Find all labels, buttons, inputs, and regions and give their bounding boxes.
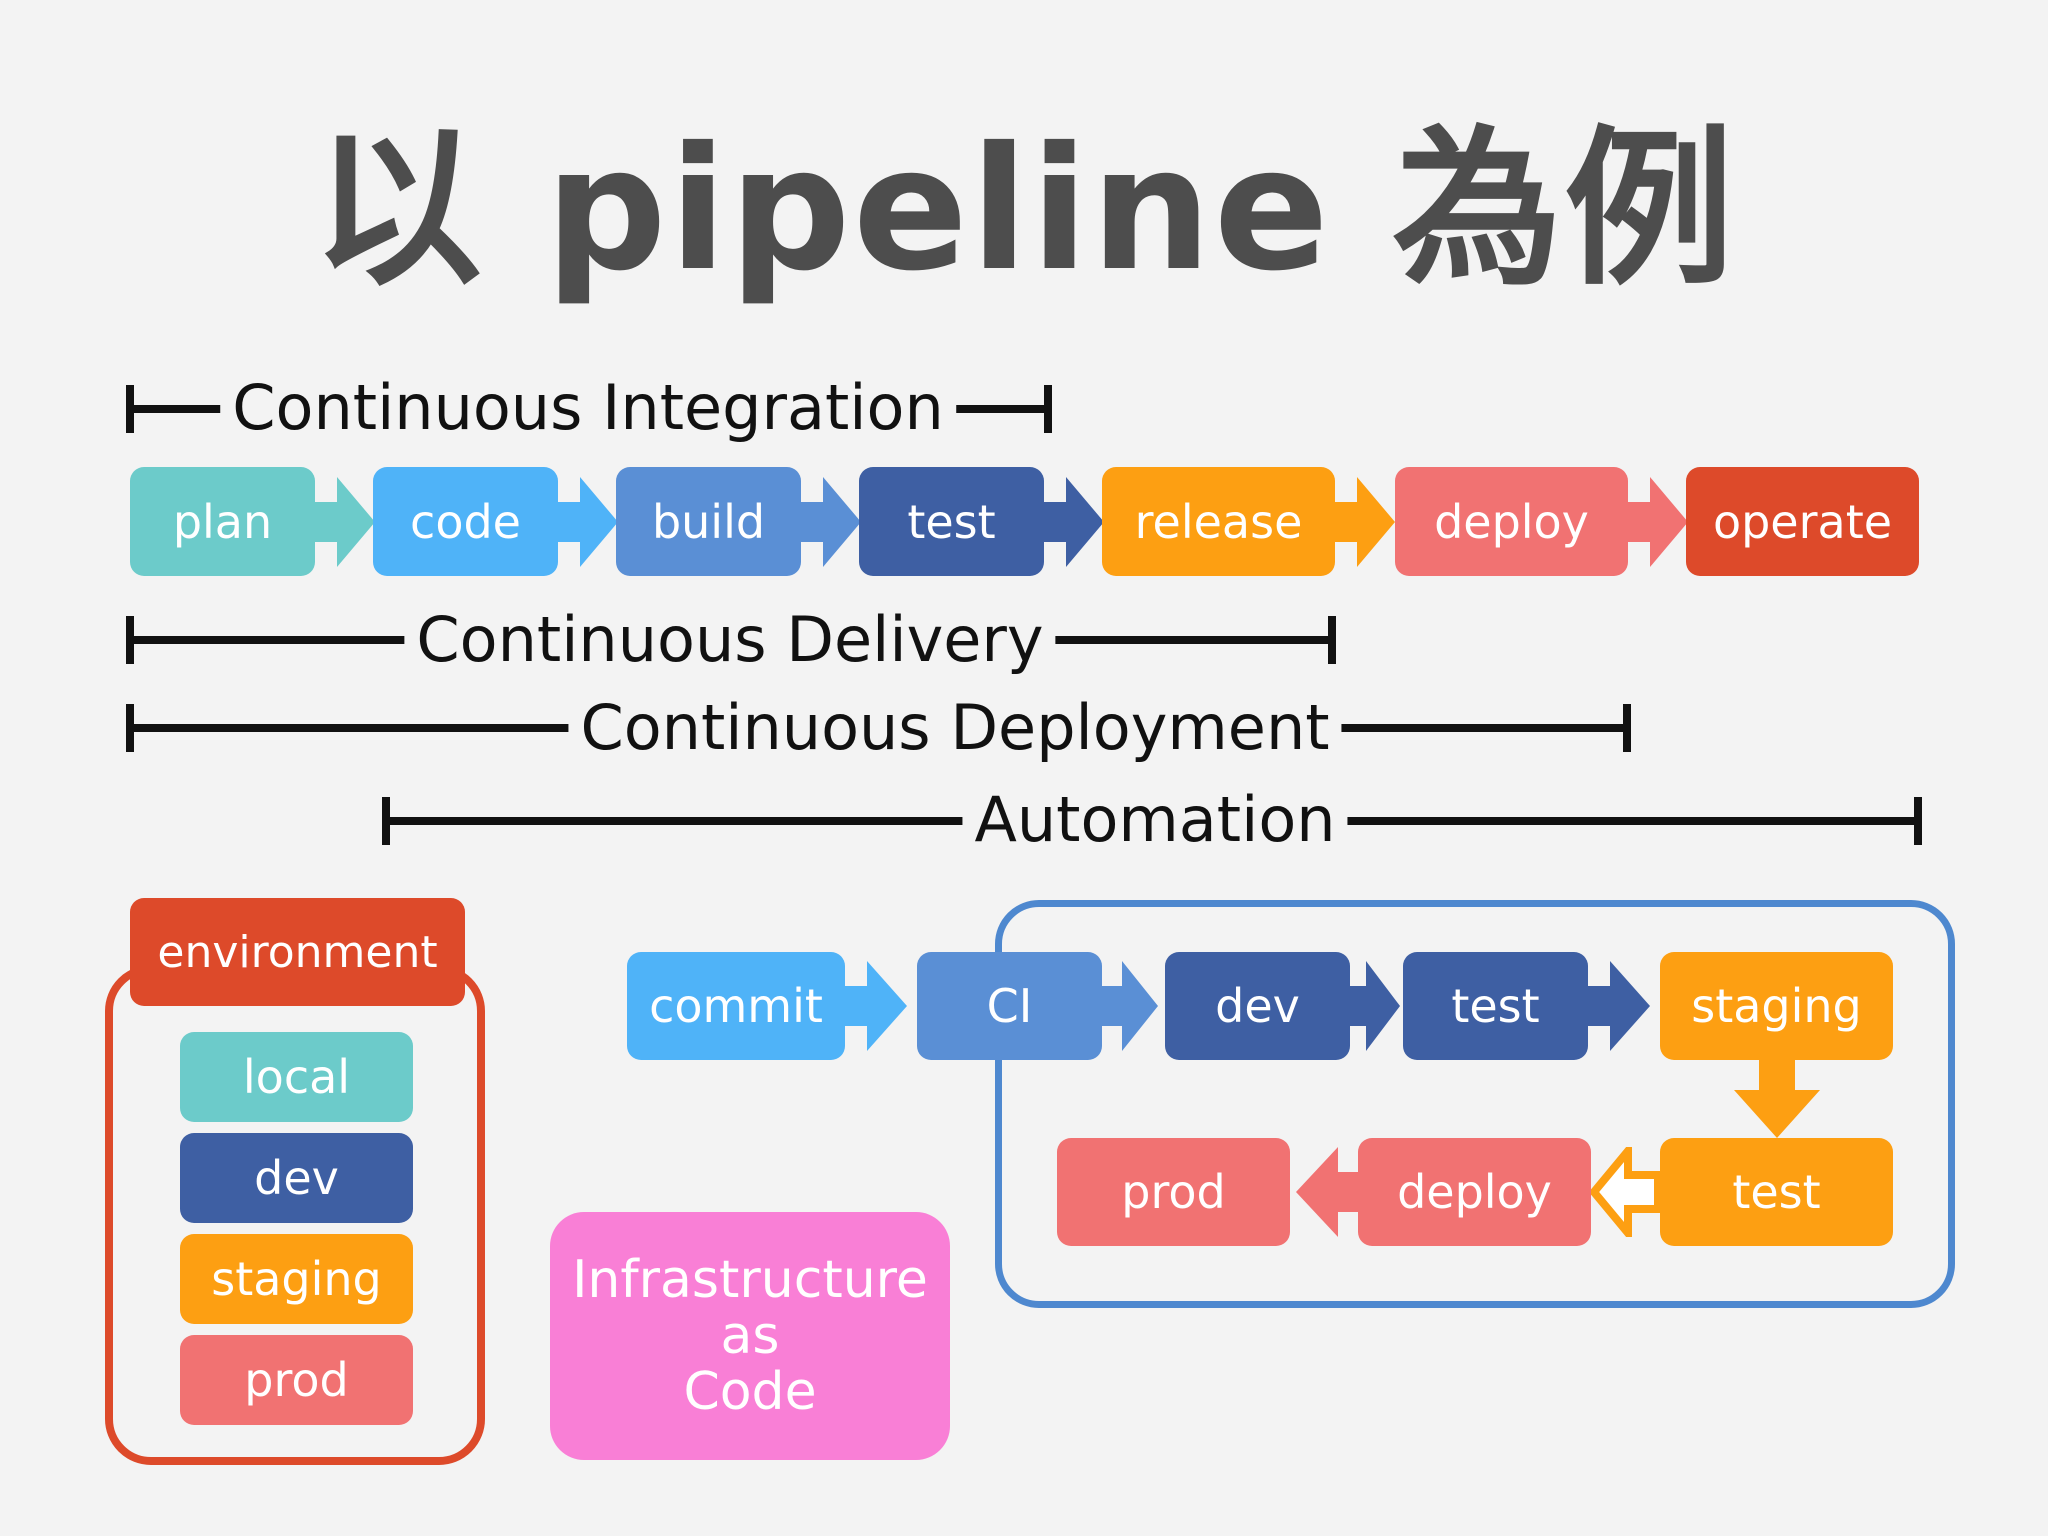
infrastructure-as-code: Infrastructure as Code (550, 1212, 950, 1460)
environment-header: environment (130, 898, 465, 1006)
iac-line-3: Code (683, 1362, 817, 1422)
pipeline-step-release: release (1102, 467, 1335, 576)
environment-header-label: environment (157, 926, 438, 978)
span-delivery-label: Continuous Delivery (404, 600, 1056, 680)
flow-staging: staging (1660, 952, 1893, 1060)
flow-label: test (1732, 1165, 1821, 1219)
pipeline-step-label: plan (172, 494, 273, 549)
environment-item-prod: prod (180, 1335, 413, 1425)
automation-frame (995, 900, 1955, 1308)
flow-test-2: test (1660, 1138, 1893, 1246)
flow-test: test (1403, 952, 1588, 1060)
pipeline-step-build: build (616, 467, 801, 576)
pipeline-step-label: test (907, 494, 996, 549)
environment-item-local: local (180, 1032, 413, 1122)
arrow-right-icon (558, 477, 618, 567)
arrow-down-icon (1734, 1060, 1820, 1138)
environment-item-label: staging (211, 1252, 382, 1306)
flow-label: test (1451, 979, 1540, 1033)
arrow-right-icon (845, 961, 907, 1051)
arrow-left-icon (1296, 1147, 1360, 1237)
flow-label: dev (1215, 979, 1300, 1033)
flow-ci: CI (917, 952, 1102, 1060)
page-title: 以 pipeline 為例 (311, 111, 1737, 309)
flow-dev: dev (1165, 952, 1350, 1060)
flow-label: prod (1121, 1165, 1226, 1219)
span-automation-label: Automation (962, 780, 1348, 860)
flow-label: deploy (1397, 1165, 1552, 1219)
environment-item-label: dev (254, 1151, 339, 1205)
flow-label: CI (986, 979, 1033, 1033)
flow-prod: prod (1057, 1138, 1290, 1246)
flow-deploy: deploy (1358, 1138, 1591, 1246)
pipeline-step-label: code (410, 494, 521, 549)
arrow-left-outline-icon (1588, 1147, 1660, 1237)
arrow-right-icon (315, 477, 375, 567)
environment-item-label: prod (244, 1353, 349, 1407)
pipeline-step-label: release (1134, 494, 1303, 549)
arrow-right-icon (1588, 961, 1650, 1051)
pipeline-step-operate: operate (1686, 467, 1919, 576)
pipeline-step-plan: plan (130, 467, 315, 576)
iac-line-1: Infrastructure (572, 1250, 928, 1310)
pipeline-step-deploy: deploy (1395, 467, 1628, 576)
pipeline-step-test: test (859, 467, 1044, 576)
environment-item-dev: dev (180, 1133, 413, 1223)
arrow-right-icon (1335, 477, 1395, 567)
arrow-right-icon (1350, 961, 1400, 1051)
span-ci-label: Continuous Integration (220, 368, 956, 448)
arrow-right-icon (1628, 477, 1688, 567)
flow-label: commit (649, 979, 823, 1033)
flow-commit: commit (627, 952, 845, 1060)
flow-label: staging (1691, 979, 1862, 1033)
arrow-right-icon (1102, 961, 1158, 1051)
pipeline-step-label: operate (1712, 494, 1893, 549)
span-deployment-label: Continuous Deployment (568, 688, 1342, 768)
iac-line-2: as (720, 1306, 780, 1366)
arrow-right-icon (801, 477, 861, 567)
pipeline-step-label: build (651, 494, 766, 549)
environment-item-staging: staging (180, 1234, 413, 1324)
pipeline-step-code: code (373, 467, 558, 576)
environment-item-label: local (242, 1050, 351, 1104)
pipeline-step-label: deploy (1434, 494, 1589, 549)
arrow-right-icon (1044, 477, 1104, 567)
